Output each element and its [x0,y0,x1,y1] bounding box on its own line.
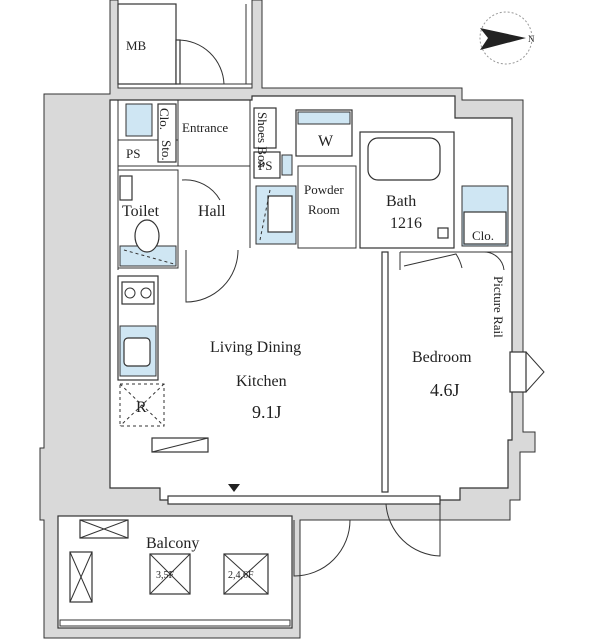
ldk-label-1: Living Dining [210,339,301,356]
toilet-label: Toilet [122,203,160,220]
floor-vent-line [151,437,209,453]
burner [124,287,136,299]
ldk-door-swing [185,249,239,303]
bath-size-label: 1216 [390,215,422,232]
toilet-room [117,169,179,269]
compass-label: N [528,34,535,44]
bath-drain [437,227,449,239]
washer-blue [297,111,351,125]
toilet-dash [123,249,175,265]
storage-box [157,103,177,163]
small-fixture [281,154,293,176]
toilet-bowl [134,219,160,253]
hatch-1-cross [149,553,191,595]
sink [123,337,151,367]
balcony-door-swing [293,519,351,577]
entry-marker [228,484,240,492]
outdoor-unit-cross [69,551,93,603]
bedroom-window-swing [525,351,545,393]
refrigerator-cross [119,383,165,427]
closet-label-1: Clo. [157,108,172,130]
closet-label-2: Clo. [472,228,494,243]
vanity-dash [259,189,271,241]
powder-room-label-1: Powder [304,182,344,197]
refrigerator-label: R [136,399,147,416]
ps-label-2: PS [258,158,272,173]
sliding-partition [381,251,389,493]
entrance-door [175,39,181,85]
vanity-basin [267,195,293,233]
bedroom-size-label: 4.6J [430,380,460,400]
storage-label: Sto. [159,140,174,161]
bathtub [367,137,441,181]
ldk-size-label: 9.1J [252,402,282,422]
picture-rail-label: Picture Rail [491,276,506,338]
refrigerator-space [119,383,165,427]
entrance-closet [125,103,153,137]
entrance-label: Entrance [182,120,228,135]
powder-room-label-2: Room [308,202,340,217]
compass-arrow-icon [480,28,526,50]
bedroom-door-swing [403,253,463,269]
hatch-1-label: 3,5F [156,570,175,581]
south-window [167,495,441,505]
shoes-box [253,107,277,149]
mb-label: MB [126,38,147,53]
ps-label-1: PS [126,146,140,161]
toilet-tank [119,175,133,201]
washer-label: W [318,133,334,150]
balcony-label: Balcony [146,535,199,552]
ps-box-2 [253,151,281,179]
compass-circle [479,11,533,65]
stove [121,281,155,305]
hall-label: Hall [198,203,226,220]
hatch-2-label: 2,4,6F [228,570,254,581]
bedroom-label: Bedroom [412,349,472,366]
powder-room-wall [297,165,357,249]
bedroom-balcony-door-swing [385,503,441,557]
bedroom-window [509,351,527,393]
shoes-box-label: Shoes Box [255,112,270,168]
balcony-rail [59,619,291,627]
entrance-door-swing [177,39,225,85]
ldk-label-2: Kitchen [236,373,287,390]
hall-door-swing [181,179,221,201]
hatch-2-cross [223,553,269,595]
bedroom-closet-inner [463,211,507,245]
closet-door-swing [483,251,505,271]
balcony-unit-cross [79,519,129,539]
mb-room [117,3,177,85]
burner [140,287,152,299]
bath-label: Bath [386,193,416,210]
